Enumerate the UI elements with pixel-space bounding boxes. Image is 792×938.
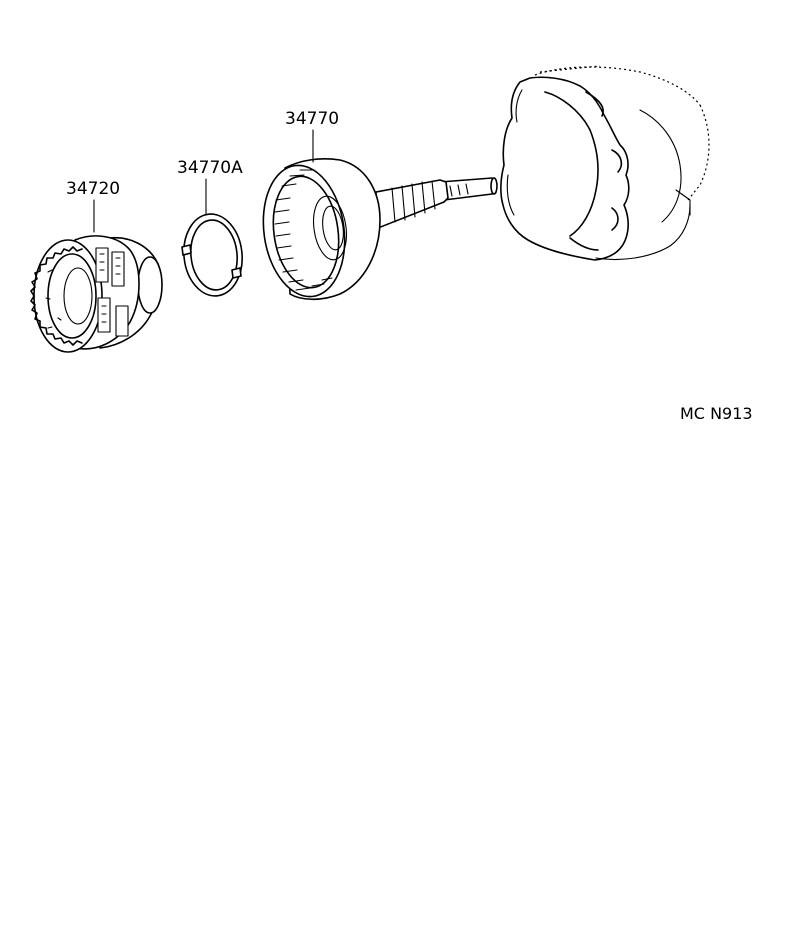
diagram-code: MC N913: [680, 404, 753, 423]
output-shaft: [375, 177, 498, 229]
part-label-34770A: 34770A: [177, 158, 243, 178]
part-label-34770: 34770: [285, 109, 340, 129]
snap-ring-34770A: [181, 213, 243, 297]
leader-lines: [93, 129, 314, 233]
clutch-drum-34770: [262, 158, 381, 301]
transmission-housing: [500, 65, 710, 261]
planetary-gear-34720: [30, 235, 163, 353]
part-label-34720: 34720: [66, 179, 121, 199]
